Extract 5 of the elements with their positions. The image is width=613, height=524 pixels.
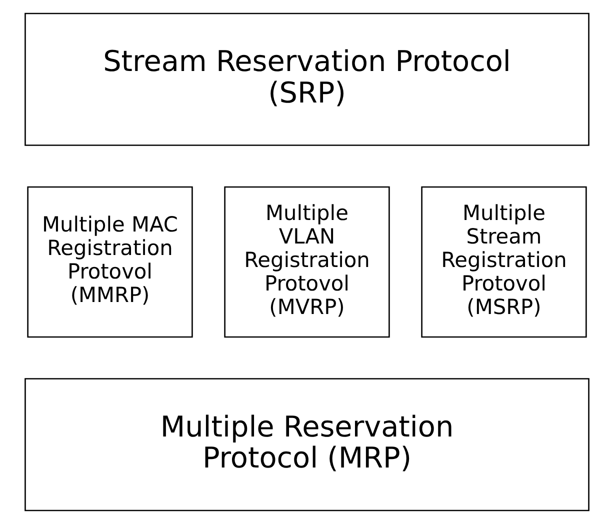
node-box: Stream Reservation Protocol (SRP)	[24, 12, 589, 146]
node-box: Multiple Reservation Protocol (MRP)	[24, 378, 589, 512]
node-box: Multiple Stream Registration Protovol (MSRP)	[420, 186, 586, 338]
node-box: Multiple MAC Registration Protovol (MMRP)	[26, 186, 192, 338]
node-box: Multiple VLAN Registration Protovol (MVRP)	[224, 186, 390, 338]
